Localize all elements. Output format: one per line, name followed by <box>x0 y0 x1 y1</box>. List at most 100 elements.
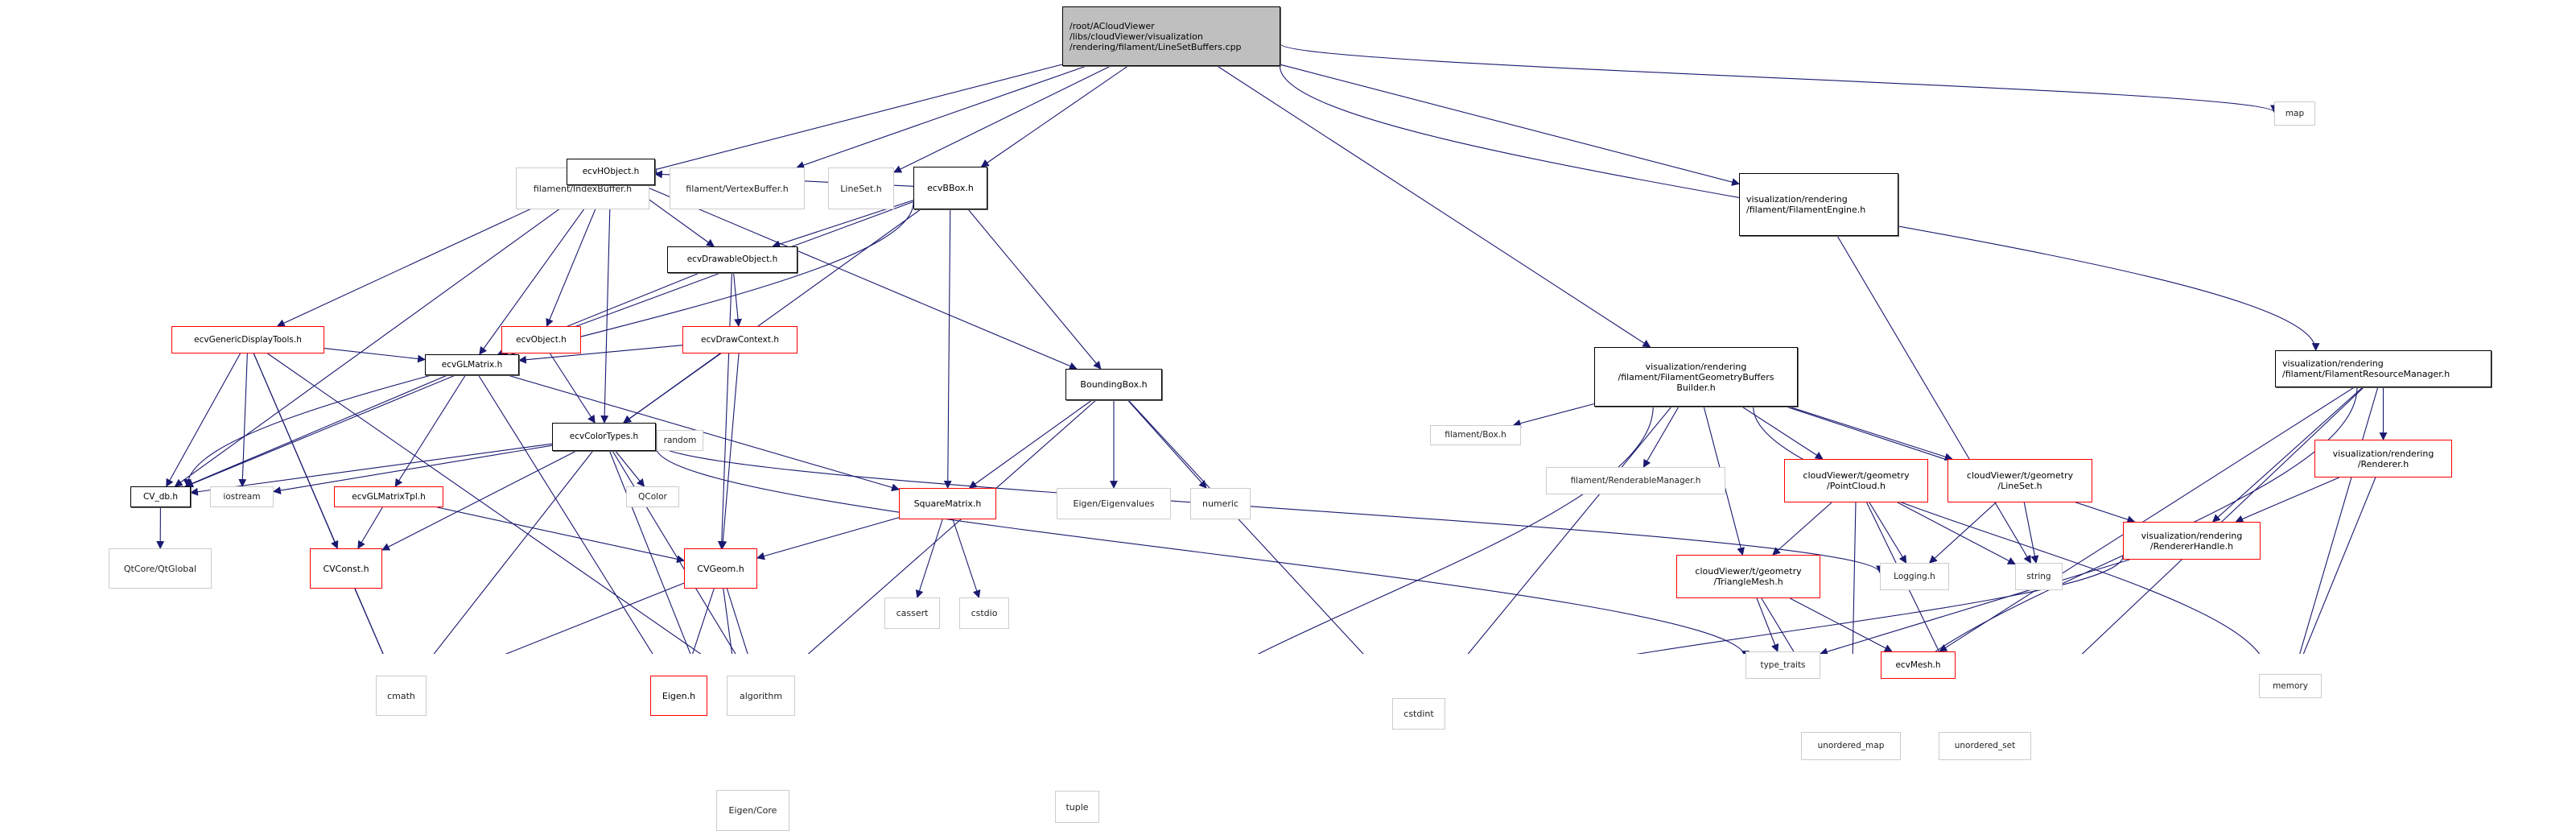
node-ecv-hobject[interactable]: ecvHObject.h <box>567 159 655 185</box>
node-ecv-color-types[interactable]: ecvColorTypes.h <box>552 423 656 451</box>
node-renderer-handle[interactable]: visualization/rendering /RendererHandle.… <box>2123 522 2261 560</box>
edge-ecvDrawableObject-to-CVGeom <box>721 273 732 548</box>
node-cassert: cassert <box>884 597 940 629</box>
edge-root-to-map <box>1280 43 2274 112</box>
edge-BoundingBox-to-numeric <box>1127 400 1206 488</box>
edge-ecvBBox-to-SquareMatrix <box>948 209 950 488</box>
edge-CVConst-to-cmath <box>355 589 393 654</box>
edge-TriangleMesh-to-ecvMesh <box>1790 598 1892 651</box>
edge-BoundingBox-to-SquareMatrix <box>970 400 1092 488</box>
node-renderer[interactable]: visualization/rendering /Renderer.h <box>2314 440 2452 478</box>
node-iostream: iostream <box>210 486 274 507</box>
node-ecv-bbox[interactable]: ecvBBox.h <box>913 167 987 209</box>
node-ecv-mesh[interactable]: ecvMesh.h <box>1881 651 1956 679</box>
node-map: map <box>2274 101 2315 126</box>
node-line-set: LineSet.h <box>828 167 894 209</box>
node-cv_db[interactable]: CV_db.h <box>130 486 191 507</box>
node-square-matrix[interactable]: SquareMatrix.h <box>899 488 996 519</box>
edge-SquareMatrix-to-cstdio <box>953 519 979 597</box>
node-triangle-mesh[interactable]: cloudViewer/t/geometry /TriangleMesh.h <box>1676 555 1820 598</box>
node-vertex-buffer: filament/VertexBuffer.h <box>670 167 805 209</box>
edge-ecvGenericDisplayTools-to-ecvGLMatrix <box>324 349 425 360</box>
edge-root-to-FilamentEngine <box>1280 64 1739 184</box>
node-ecv-generic-display-tools[interactable]: ecvGenericDisplayTools.h <box>171 326 324 353</box>
edge-TriangleMesh-to-unordered_map <box>1762 598 1843 654</box>
edge-tLineSet-to-Logging <box>1930 502 1997 563</box>
edge-FRM-to-memory <box>2294 387 2377 654</box>
edge-ecvColorTypes-to-CV_db <box>191 444 552 493</box>
node-filament-engine[interactable]: visualization/rendering /filament/Filame… <box>1739 173 1898 236</box>
edge-CVGeom-to-cmath <box>427 583 684 654</box>
node-t-line-set[interactable]: cloudViewer/t/geometry /LineSet.h <box>1947 459 2092 502</box>
node-random: random <box>657 430 703 451</box>
edge-Renderer-to-RendererHandle <box>2236 478 2339 522</box>
edge-ecvGLMatrixTpl-to-CVConst <box>358 507 382 548</box>
edge-FGBB-to-tLineSet <box>1789 407 1952 459</box>
edge-TriangleMesh-to-type_traits <box>1757 598 1778 651</box>
node-eigen-eigenvalues: Eigen/Eigenvalues <box>1057 488 1171 519</box>
edge-ecvDrawableObject-to-ecvDrawContext <box>734 273 739 326</box>
node-renderable-manager: filament/RenderableManager.h <box>1546 467 1725 494</box>
edge-tLineSet-to-string <box>2024 502 2036 563</box>
edge-ecvGLMatrix-to-EigenH <box>479 375 666 654</box>
edge-ecvHObject-to-ecvColorTypes <box>604 185 611 423</box>
edge-ecvColorTypes-to-QColor <box>616 451 645 486</box>
node-numeric: numeric <box>1190 488 1251 519</box>
node-ecv-drawable-object[interactable]: ecvDrawableObject.h <box>667 246 798 273</box>
edge-ecvColorTypes-to-cmath <box>417 451 593 654</box>
edge-ecvColorTypes-to-Logging <box>656 442 1880 573</box>
edge-RendererHandle-to-type_traits <box>1820 560 2129 654</box>
node-cvgeom[interactable]: CVGeom.h <box>684 548 757 589</box>
node-frm[interactable]: visualization/rendering /filament/Filame… <box>2275 350 2492 387</box>
node-eigen-h[interactable]: Eigen.h <box>650 676 707 716</box>
node-string: string <box>2015 563 2063 590</box>
edge-root-to-LineSet <box>894 66 1111 172</box>
node-cstdint: cstdint <box>1392 698 1445 730</box>
node-memory: memory <box>2259 674 2322 698</box>
edge-CVGeom-to-EigenH <box>686 589 715 654</box>
node-cvconst[interactable]: CVConst.h <box>310 548 382 589</box>
edge-FGBB-to-filamentBox <box>1514 403 1594 425</box>
node-point-cloud[interactable]: cloudViewer/t/geometry /PointCloud.h <box>1784 459 1928 502</box>
include-dependency-graph: /root/ACloudViewer /libs/cloudViewer/vis… <box>0 0 2576 654</box>
node-qcolor: QColor <box>626 486 679 507</box>
node-eigen-core: Eigen/Core <box>716 790 789 831</box>
node-unordered_set: unordered_set <box>1939 732 2031 760</box>
edge-root-to-VertexBuffer <box>797 66 1086 167</box>
edge-ecvDrawContext-to-ecvColorTypes <box>624 353 721 423</box>
node-tuple: tuple <box>1055 791 1099 823</box>
edge-BoundingBox-to-cstdint <box>1128 400 1404 654</box>
node-ecv-glmatrix[interactable]: ecvGLMatrix.h <box>425 354 519 375</box>
node-bounding-box[interactable]: BoundingBox.h <box>1065 369 1162 400</box>
node-type_traits: type_traits <box>1745 651 1820 679</box>
edge-FGBB-to-RenderableManager <box>1643 407 1679 467</box>
edge-ecvGLMatrixTpl-to-CVGeom <box>437 507 684 560</box>
node-ecv-draw-context[interactable]: ecvDrawContext.h <box>682 326 798 353</box>
node-ecv-glmatrix-tpl[interactable]: ecvGLMatrixTpl.h <box>334 486 443 507</box>
edge-ecvObject-to-ecvColorTypes <box>550 353 596 423</box>
node-filament-box: filament/Box.h <box>1430 425 1521 445</box>
edge-ecvBBox-to-BoundingBox <box>968 209 1101 369</box>
edge-SquareMatrix-to-cassert <box>917 519 942 597</box>
node-unordered_map: unordered_map <box>1801 732 1901 760</box>
node-cstdio: cstdio <box>959 597 1009 629</box>
node-root[interactable]: /root/ACloudViewer /libs/cloudViewer/vis… <box>1062 6 1280 66</box>
edge-root-to-IndexBuffer <box>649 64 1062 172</box>
edge-PointCloud-to-string <box>1898 502 2015 564</box>
edge-root-to-FGBB <box>1218 66 1651 347</box>
node-algorithm: algorithm <box>727 676 795 716</box>
edge-ecvGenericDisplayTools-to-iostream <box>242 353 247 486</box>
edge-root-to-ecvBBox <box>982 66 1128 167</box>
edge-PointCloud-to-TriangleMesh <box>1773 502 1832 555</box>
node-cmath: cmath <box>376 676 427 716</box>
edge-SquareMatrix-to-CVGeom <box>757 518 899 558</box>
node-fgbb[interactable]: visualization/rendering /filament/Filame… <box>1594 347 1798 407</box>
node-logging: Logging.h <box>1880 563 1949 590</box>
node-qt-global: QtCore/QtGlobal <box>109 548 212 589</box>
edge-CVGeom-to-EigenCore <box>723 589 750 654</box>
node-ecv-object[interactable]: ecvObject.h <box>501 326 581 353</box>
edge-FRM-to-unordered_map <box>1871 387 2357 654</box>
edge-FRM-to-unordered_set <box>2000 387 2364 654</box>
edge-FRM-to-ecvMesh <box>1939 387 2354 651</box>
edge-PointCloud-to-Logging <box>1869 502 1906 563</box>
